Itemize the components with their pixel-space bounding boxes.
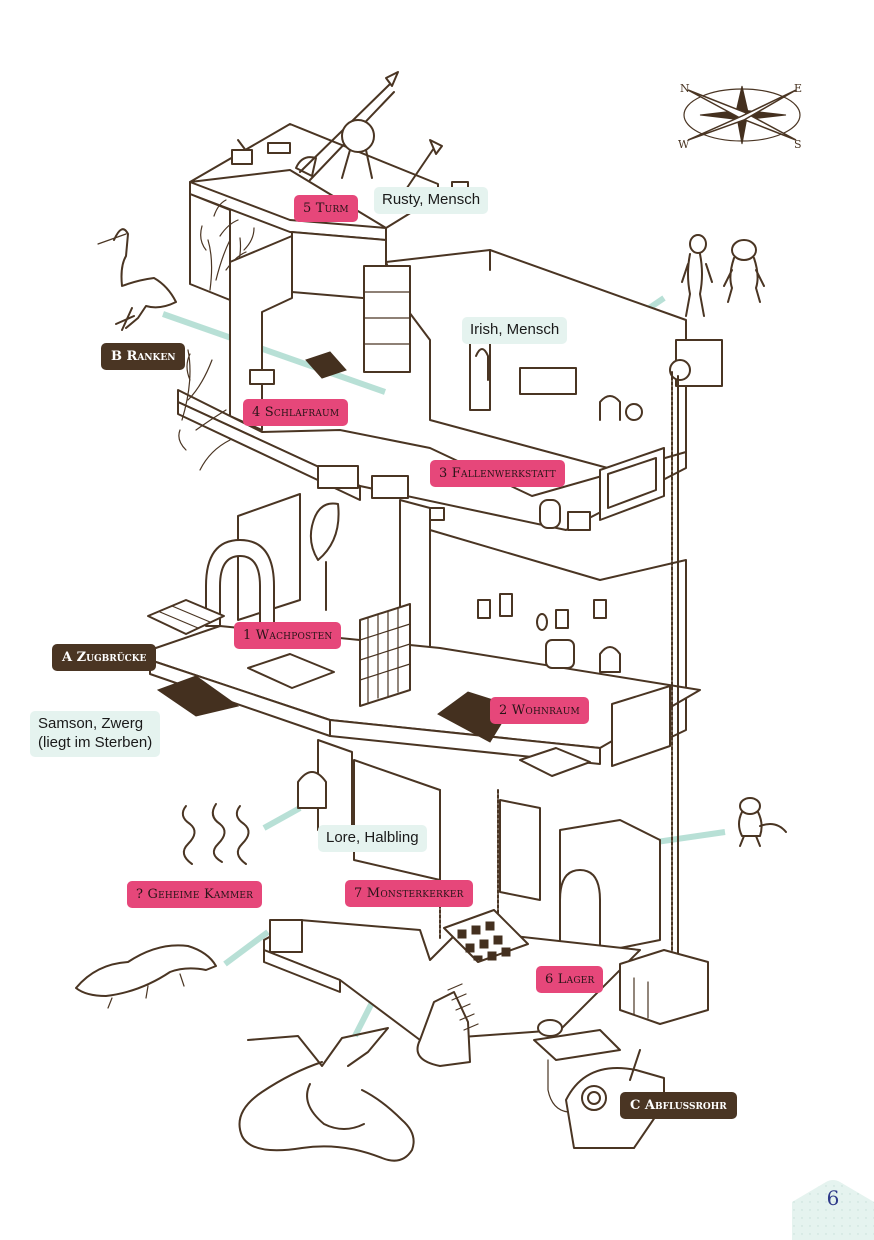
connector-b-ranken	[163, 314, 385, 392]
room-label-7-monsterkerker[interactable]: 7 Monsterkerker	[345, 880, 473, 907]
room-label-1-wachposten[interactable]: 1 Wachposten	[234, 622, 342, 649]
room-label-4-schlafraum[interactable]: 4 Schlafraum	[243, 399, 349, 426]
room-label-3-fallenwerkstatt[interactable]: 3 Fallenwerkstatt	[430, 460, 565, 487]
exit-label-c-abflussrohr[interactable]: C Abflussrohr	[620, 1092, 737, 1119]
npc-label-samson[interactable]: Samson, Zwerg (liegt im Sterben)	[30, 711, 161, 757]
room-label-5-turm[interactable]: 5 Turm	[294, 195, 358, 222]
exit-label-b-ranken[interactable]: B Ranken	[101, 343, 186, 370]
page-number-tab	[792, 1180, 874, 1240]
dragon	[240, 1028, 414, 1161]
npc-label-samson-line2: (liegt im Sterben)	[38, 733, 153, 751]
npc-label-irish[interactable]: Irish, Mensch	[462, 317, 568, 344]
upper-floor	[178, 236, 686, 530]
two-humanoids	[682, 235, 764, 316]
heron-creature	[98, 229, 176, 330]
compass-east: E	[794, 82, 802, 95]
snakes	[183, 804, 249, 864]
npc-label-samson-line1: Samson, Zwerg	[38, 715, 144, 732]
compass-south: S	[794, 138, 802, 151]
pulley-chain	[440, 340, 722, 970]
exit-label-a-zugbruecke[interactable]: A Zugbrücke	[52, 644, 157, 671]
rat-man	[739, 798, 786, 846]
page-number: 6	[826, 1186, 840, 1210]
connector-crocodile	[225, 932, 268, 964]
lower-floor	[264, 740, 708, 1148]
compass-north: N	[680, 82, 690, 95]
room-label-geheime-kammer[interactable]: ? Geheime Kammer	[127, 881, 263, 908]
npc-label-rusty[interactable]: Rusty, Mensch	[374, 187, 489, 214]
tower-level	[190, 72, 468, 300]
compass-west: W	[678, 138, 690, 151]
middle-floor	[148, 494, 700, 776]
npc-label-lore[interactable]: Lore, Halbling	[318, 825, 427, 852]
crocodile	[76, 945, 216, 1008]
room-label-6-lager[interactable]: 6 Lager	[536, 966, 604, 993]
connector-snakes	[264, 808, 300, 828]
compass-rose: N E S W	[678, 82, 802, 151]
room-label-2-wohnraum[interactable]: 2 Wohnraum	[490, 697, 589, 724]
